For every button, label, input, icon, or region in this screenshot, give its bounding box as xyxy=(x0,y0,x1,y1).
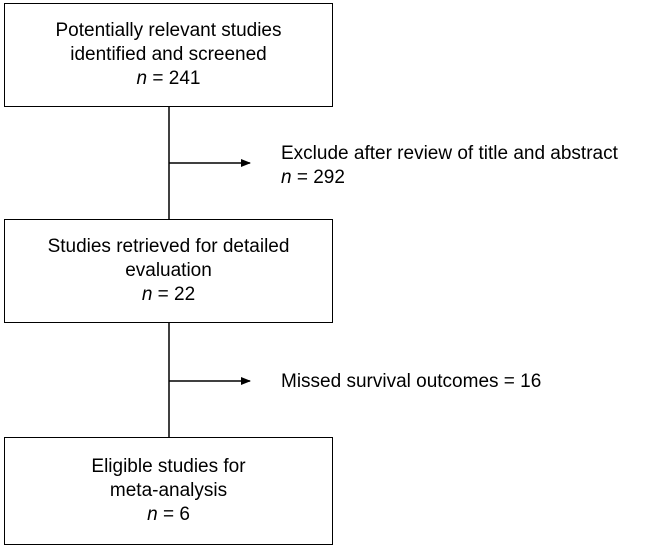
exclusion-note-survival-label: Missed survival outcomes = 16 xyxy=(281,371,542,392)
exclusion-note-title-abstract: Exclude after review of title and abstra… xyxy=(281,142,618,190)
exclusion-note-title-abstract-count-value: = 292 xyxy=(291,167,345,188)
identified-studies-line-1: Potentially relevant studies xyxy=(55,20,282,41)
n-symbol: n xyxy=(136,68,148,89)
exclusion-note-title-abstract-label: Exclude after review of title and abstra… xyxy=(281,143,618,164)
eligible-studies-line-1: Eligible studies for xyxy=(91,456,246,477)
eligible-studies-box: Eligible studies for meta-analysis n = 6 xyxy=(4,437,333,545)
retrieved-studies-count-value: = 22 xyxy=(152,284,196,305)
identified-studies-box: Potentially relevant studies identified … xyxy=(4,3,333,107)
identified-studies-count: n = 241 xyxy=(137,67,201,91)
retrieved-studies-count: n = 22 xyxy=(142,283,195,307)
eligible-studies-line-2: meta-analysis xyxy=(109,480,228,501)
eligible-studies-count: n = 6 xyxy=(147,503,190,527)
n-symbol: n xyxy=(147,504,158,525)
exclusion-note-title-abstract-count: n = 292 xyxy=(281,166,618,190)
identified-studies-line-2: identified and screened xyxy=(70,44,267,65)
exclusion-note-survival: Missed survival outcomes = 16 xyxy=(281,370,541,394)
n-symbol: n xyxy=(281,167,292,188)
n-symbol: n xyxy=(141,284,153,305)
retrieved-studies-line-1: Studies retrieved for detailed xyxy=(47,236,290,257)
identified-studies-count-value: = 241 xyxy=(147,68,201,89)
retrieved-studies-line-2: evaluation xyxy=(125,260,212,281)
retrieved-studies-box: Studies retrieved for detailed evaluatio… xyxy=(4,219,333,323)
eligible-studies-count-value: = 6 xyxy=(157,504,190,525)
